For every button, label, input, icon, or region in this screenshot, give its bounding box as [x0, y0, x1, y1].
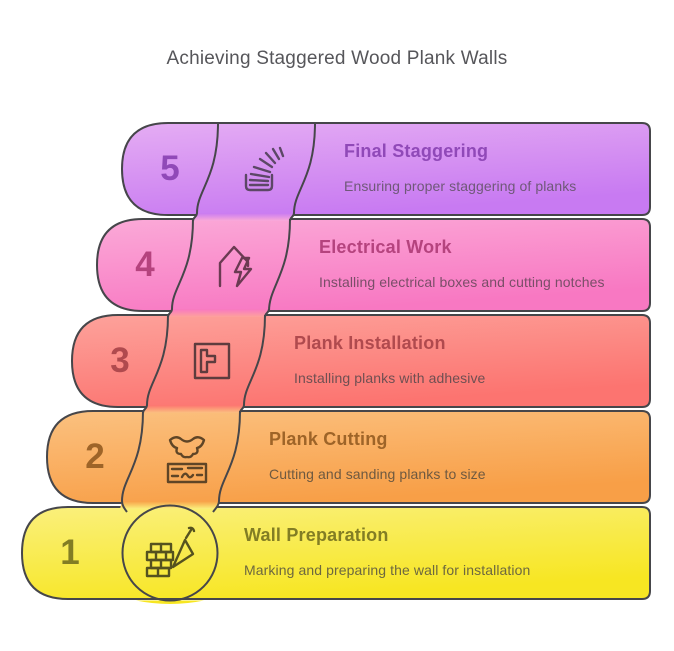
ribbon-gap-5-4	[193, 213, 294, 221]
step-number: 1	[60, 533, 80, 572]
saw-blade-plank-icon	[166, 436, 208, 484]
plank-frame-icon	[193, 342, 231, 380]
ribbon-gap-3-2	[143, 405, 244, 413]
staggered-planks-icon	[244, 146, 285, 192]
step-description: Cutting and sanding planks to size	[269, 466, 486, 482]
step-bars	[20, 122, 651, 600]
step-1-medallion	[121, 504, 219, 602]
step-title: Plank Installation	[294, 333, 446, 353]
step-number: 5	[160, 149, 180, 188]
step-title: Plank Cutting	[269, 429, 388, 449]
step-4-bar	[95, 218, 651, 312]
house-lightning-icon	[218, 245, 253, 288]
brick-wall-trowel-icon	[145, 526, 196, 578]
step-description: Marking and preparing the wall for insta…	[244, 562, 531, 578]
step-number: 4	[135, 245, 155, 284]
step-description: Installing electrical boxes and cutting …	[319, 274, 605, 290]
step-5-bar	[120, 122, 651, 216]
infographic-title: Achieving Staggered Wood Plank Walls	[166, 48, 508, 69]
step-description: Ensuring proper staggering of planks	[344, 178, 577, 194]
step-description: Installing planks with adhesive	[294, 370, 486, 386]
step-1-bar	[20, 506, 651, 600]
ribbon-connectors	[120, 213, 294, 509]
step-title: Electrical Work	[319, 237, 452, 257]
ribbon-gap-4-3	[168, 309, 269, 317]
step-1-medallion-bulge	[136, 600, 204, 604]
step-title: Final Staggering	[344, 141, 489, 161]
section-dividers	[121, 122, 316, 513]
step-3-bar	[70, 314, 651, 408]
step-number: 3	[110, 341, 130, 380]
step-2-bar	[45, 410, 651, 504]
step-number: 2	[85, 437, 105, 476]
step-title: Wall Preparation	[244, 525, 389, 545]
